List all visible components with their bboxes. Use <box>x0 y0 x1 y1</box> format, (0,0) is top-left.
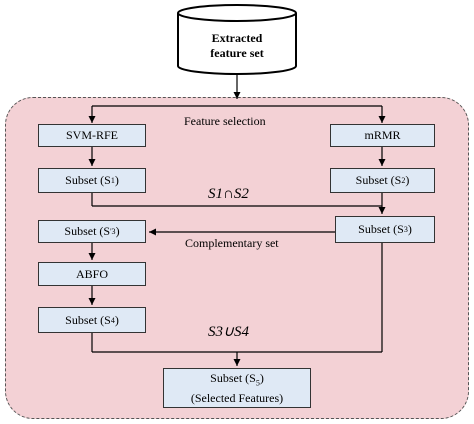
mrmr-label: mRMR <box>364 128 401 142</box>
database-label-line1: Extracted <box>211 31 263 45</box>
subset-s5-label: Subset (S5) <box>210 371 264 388</box>
abfo-box: ABFO <box>38 262 146 286</box>
database-label-line2: feature set <box>210 46 264 60</box>
svm-rfe-box: SVM-RFE <box>38 124 146 147</box>
svm-rfe-label: SVM-RFE <box>65 128 118 142</box>
abfo-label: ABFO <box>75 266 108 281</box>
feature-selection-label: Feature selection <box>184 114 266 128</box>
database-label: Extracted feature set <box>178 31 296 61</box>
subset-s5-box: Subset (S5) (Selected Features) <box>163 368 311 408</box>
database-cylinder-icon <box>177 4 297 75</box>
complementary-set-label: Complementary set <box>185 236 279 250</box>
intersection-label: S1∩S2 <box>208 186 249 202</box>
mrmr-box: mRMR <box>330 124 435 147</box>
subset-s3prime-box: Subset (S'3) <box>38 220 146 243</box>
union-label: S3∪S4 <box>208 324 249 340</box>
selected-features-label: (Selected Features) <box>190 390 284 405</box>
